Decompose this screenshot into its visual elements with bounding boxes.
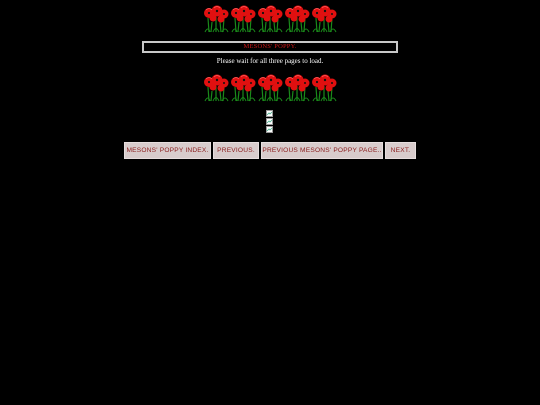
broken-image-icon[interactable] bbox=[266, 118, 273, 125]
navigation-bar: MESONS' POPPY INDEX. PREVIOUS. PREVIOUS … bbox=[124, 142, 416, 159]
poppy-flower-icon bbox=[311, 5, 336, 33]
poppy-flower-icon bbox=[203, 74, 228, 102]
poppy-index-button[interactable]: MESONS' POPPY INDEX. bbox=[124, 142, 211, 159]
poppy-flower-icon bbox=[284, 74, 309, 102]
poppy-flower-icon bbox=[257, 74, 282, 102]
next-button[interactable]: NEXT. bbox=[385, 142, 416, 159]
page-title-text: MESONS' POPPY. bbox=[243, 43, 297, 50]
poppy-flower-icon bbox=[284, 5, 309, 33]
loading-notice: Please wait for all three pages to load. bbox=[216, 57, 324, 65]
poppy-flower-icon bbox=[311, 74, 336, 102]
previous-button[interactable]: PREVIOUS. bbox=[213, 142, 259, 159]
previous-poppy-page-button[interactable]: PREVIOUS MESONS' POPPY PAGE.. bbox=[261, 142, 383, 159]
poppy-flower-icon bbox=[230, 74, 255, 102]
page-title: MESONS' POPPY. bbox=[142, 41, 398, 53]
poppy-banner-top bbox=[0, 4, 540, 33]
broken-image-stack bbox=[266, 110, 276, 134]
broken-image-icon[interactable] bbox=[266, 126, 273, 133]
poppy-flower-icon bbox=[230, 5, 255, 33]
broken-image-icon[interactable] bbox=[266, 110, 273, 117]
poppy-flower-icon bbox=[257, 5, 282, 33]
poppy-banner-middle bbox=[0, 73, 540, 102]
poppy-flower-icon bbox=[203, 5, 228, 33]
